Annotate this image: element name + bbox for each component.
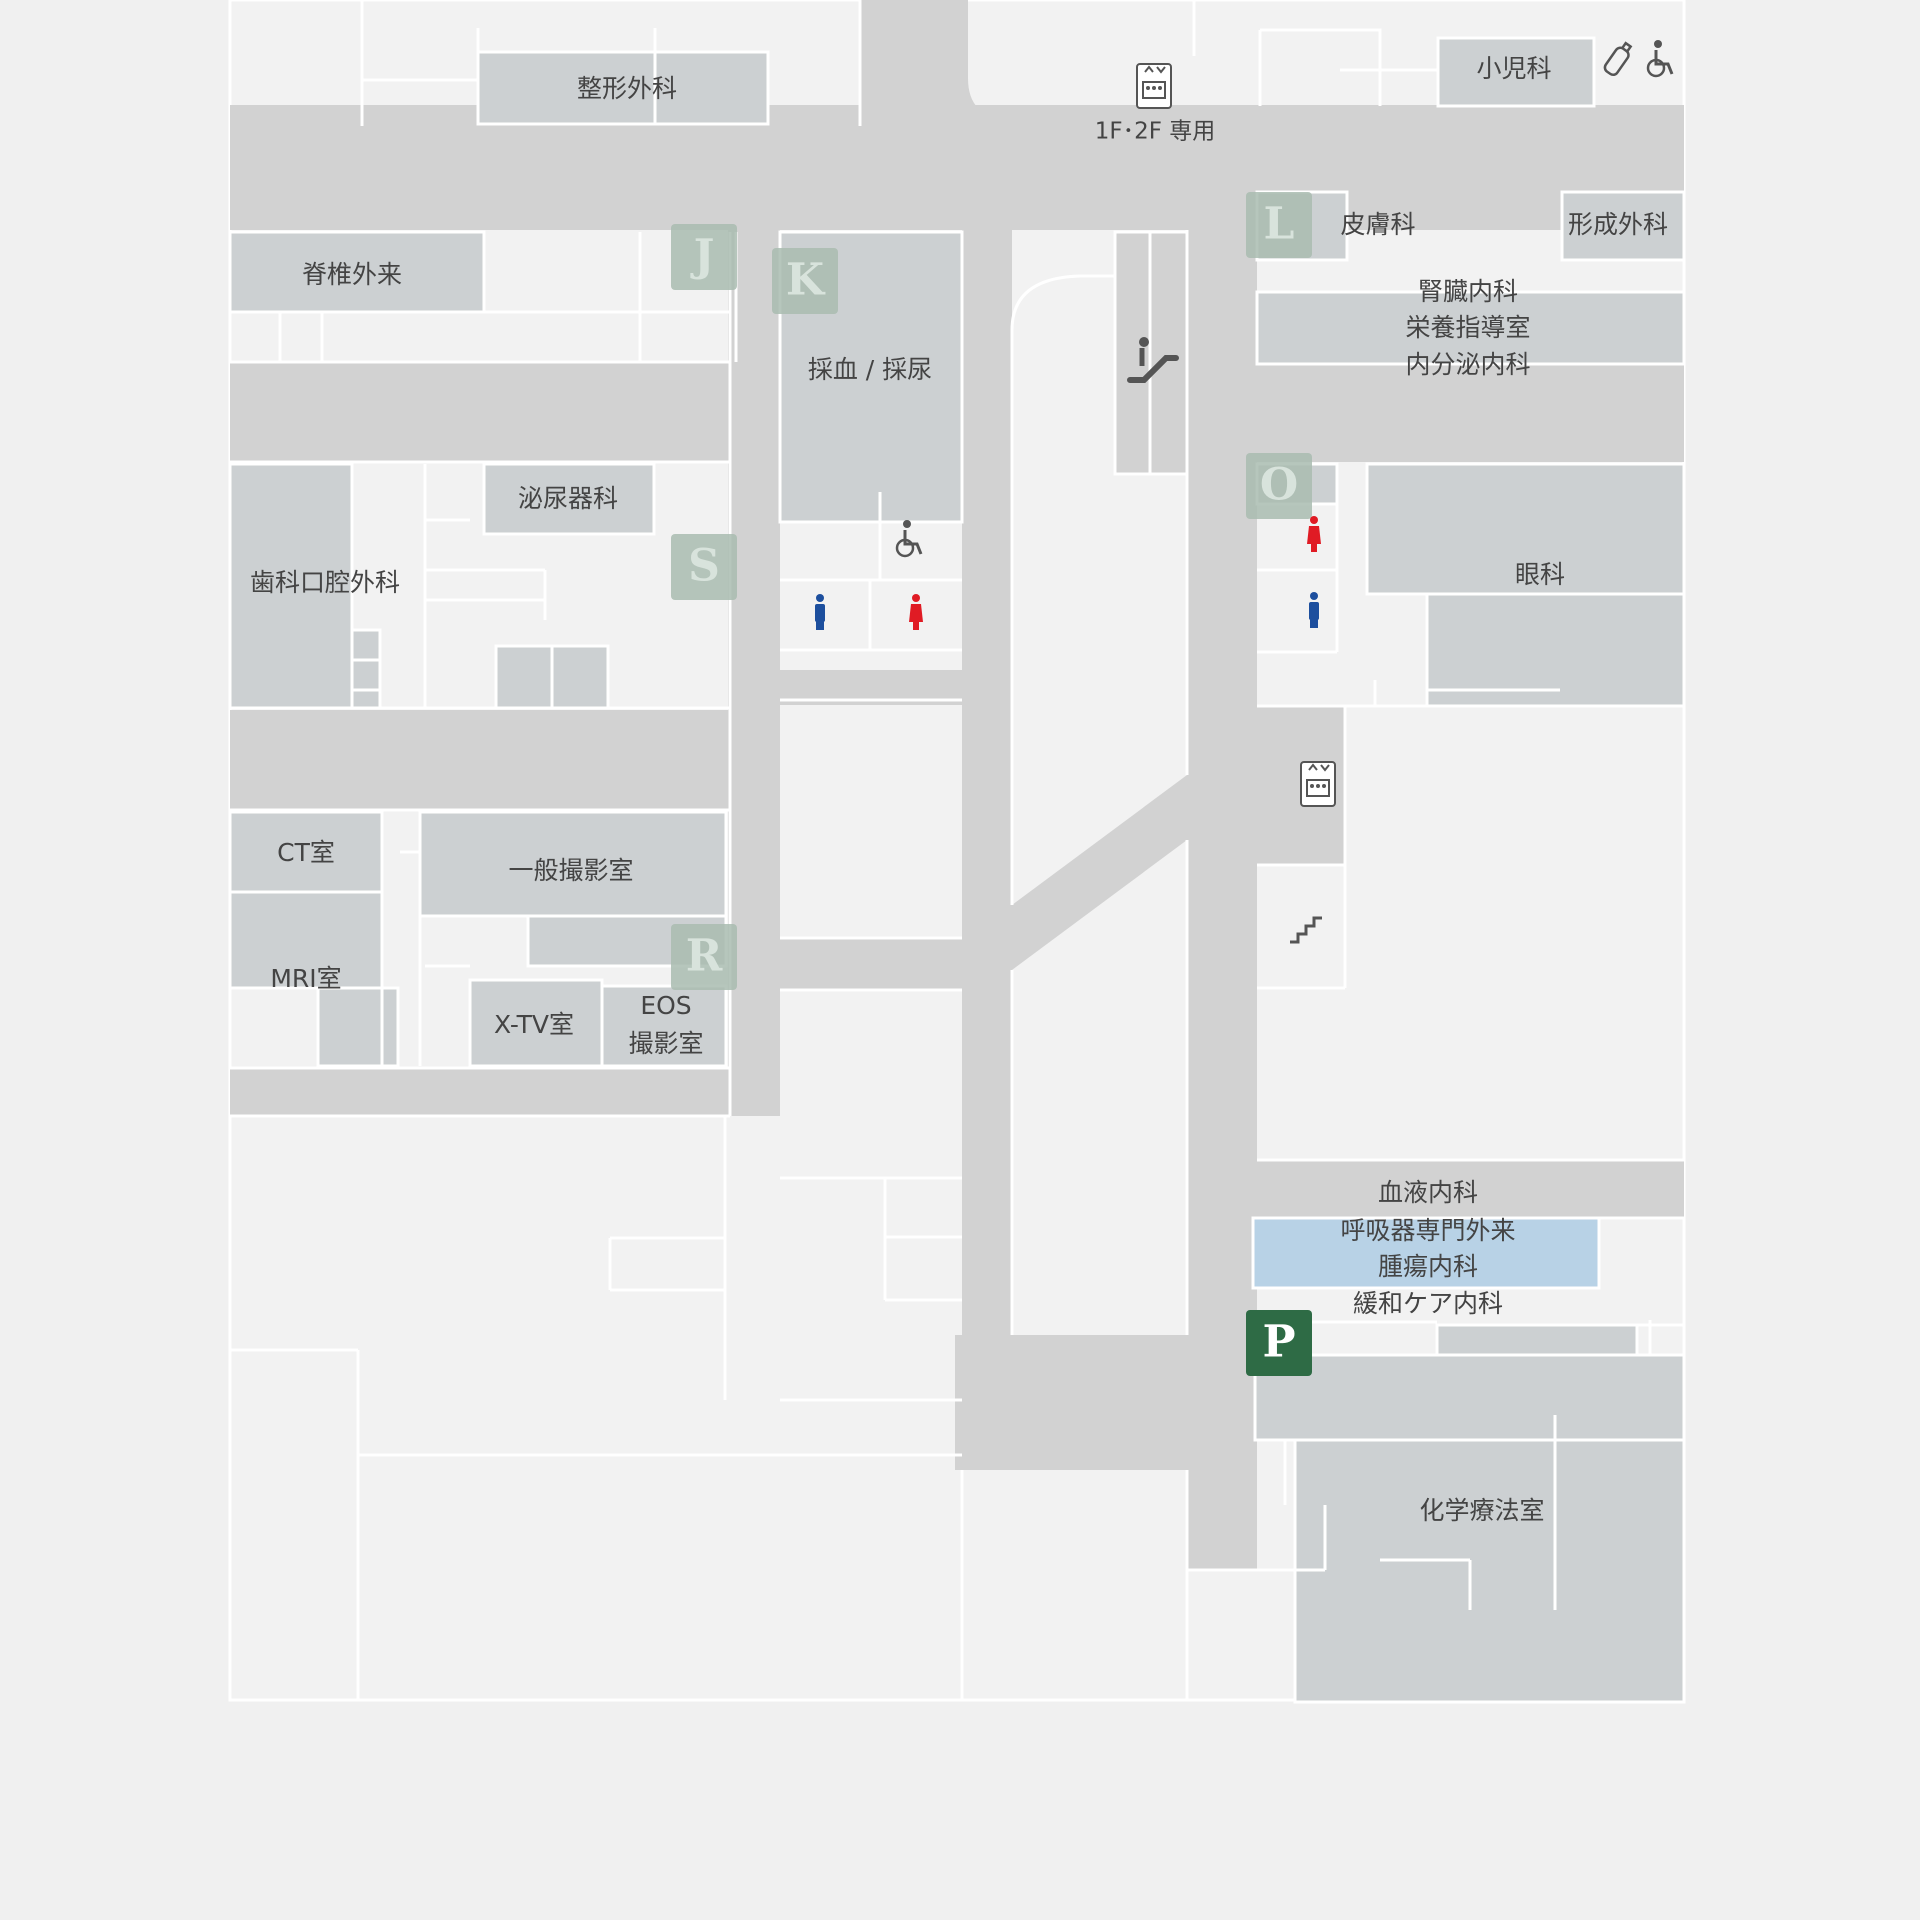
walls (230, 0, 1684, 1700)
label-mri: MRI室 (270, 964, 341, 993)
room-chemotherapy-top (1253, 1353, 1686, 1442)
label-respiratory: 呼吸器専門外来 (1340, 1216, 1515, 1245)
corridor-right-row-3 (1257, 1160, 1684, 1218)
corridor-top (230, 105, 1684, 230)
marker-j[interactable]: J (671, 224, 737, 290)
corridor-vertical-center (962, 230, 1012, 1470)
marker-r[interactable]: R (671, 924, 737, 990)
escalator-icon (1127, 337, 1179, 383)
room-ophthalmology (1365, 462, 1686, 596)
marker-p[interactable]: P (1246, 1310, 1312, 1376)
label-nutrition: 栄養指導室 (1405, 313, 1530, 342)
room-pediatrics (1436, 36, 1596, 108)
room-general-xray (418, 810, 728, 918)
label-plastic: 形成外科 (1568, 210, 1668, 239)
room-spine (228, 230, 486, 314)
room-mri-2 (316, 986, 400, 1068)
label-dental: 歯科口腔外科 (250, 568, 400, 597)
label-palliative: 緩和ケア内科 (1353, 1289, 1503, 1318)
room-dental (228, 462, 354, 710)
label-blood-urine: 採血 / 採尿 (808, 355, 932, 384)
room-urology (482, 462, 656, 536)
label-hematology: 血液内科 (1378, 1178, 1478, 1207)
corridor-bottom (955, 1335, 1255, 1470)
label-chemotherapy: 化学療法室 (1419, 1496, 1544, 1525)
marker-p-letter: P (1262, 1317, 1295, 1368)
marker-s-letter: S (688, 541, 720, 592)
marker-s[interactable]: S (671, 534, 737, 600)
label-ophthalmology: 眼科 (1515, 560, 1565, 589)
corridor-diagonal (1012, 775, 1187, 970)
marker-l[interactable]: L (1246, 192, 1312, 258)
label-orthopedics: 整形外科 (577, 74, 677, 103)
room-small-2 (550, 644, 610, 710)
room-small-1 (494, 644, 554, 710)
corridor-right-row-2 (1257, 362, 1684, 462)
label-oncology: 腫瘍内科 (1378, 1252, 1478, 1281)
rooms (228, 36, 1686, 1704)
corridor-row-2 (230, 362, 730, 462)
label-general-xray: 一般撮影室 (508, 856, 633, 885)
label-dermatology: 皮膚科 (1340, 210, 1415, 239)
wheelchair-icon (1646, 40, 1674, 78)
room-respiratory (1251, 1216, 1601, 1290)
label-spine: 脊椎外来 (302, 260, 402, 289)
marker-r-letter: R (686, 931, 723, 982)
female-restroom-icon (909, 594, 923, 630)
corridor-row-4 (230, 1068, 780, 1116)
room-labels: 整形外科 小児科 1F･2F 専用 脊椎外来 皮膚科 形成外科 腎臓内科 栄養指… (250, 54, 1668, 1525)
marker-o-letter: O (1260, 460, 1298, 511)
corridor-top-notch (860, 0, 1008, 118)
label-xtv: X-TV室 (494, 1010, 574, 1039)
room-mri (228, 890, 384, 990)
label-ct: CT室 (277, 838, 335, 867)
room-dental-2 (350, 628, 382, 710)
room-chemotherapy-upper (1435, 1323, 1639, 1357)
label-elevator-note: 1F･2F 専用 (1095, 119, 1216, 145)
marker-l-letter: L (1264, 199, 1295, 250)
room-eos (600, 984, 728, 1068)
corridors (230, 0, 1684, 1570)
corridor-row-3 (230, 710, 780, 810)
stairs-icon (1290, 916, 1322, 944)
wheelchair-icon (895, 520, 923, 558)
elevator-icon (1136, 63, 1172, 109)
corridor-connector-2 (780, 938, 962, 990)
marker-k[interactable]: K (772, 248, 838, 314)
room-xtv (468, 978, 604, 1068)
label-endocrinology: 内分泌内科 (1405, 350, 1530, 379)
female-restroom-icon (1307, 516, 1321, 552)
baby-bottle-icon (1603, 41, 1633, 77)
male-restroom-icon (815, 594, 825, 630)
room-plastic (1560, 190, 1686, 262)
label-nephrology: 腎臓内科 (1418, 277, 1518, 306)
block-markers: J K L O S R P (671, 192, 1312, 1376)
room-nephrology (1255, 290, 1686, 366)
label-eos-2: 撮影室 (628, 1029, 703, 1058)
label-pediatrics: 小児科 (1476, 54, 1551, 83)
elevator-icon (1300, 761, 1336, 807)
room-ophthalmology-2 (1425, 592, 1686, 708)
male-restroom-icon (1309, 592, 1319, 628)
room-chemotherapy (1293, 1438, 1686, 1704)
label-urology: 泌尿器科 (518, 484, 618, 513)
label-eos-1: EOS (640, 991, 691, 1020)
room-orthopedics (476, 50, 770, 126)
marker-k-letter: K (786, 255, 826, 306)
marker-j-letter: J (690, 231, 715, 282)
marker-o[interactable]: O (1246, 453, 1312, 519)
